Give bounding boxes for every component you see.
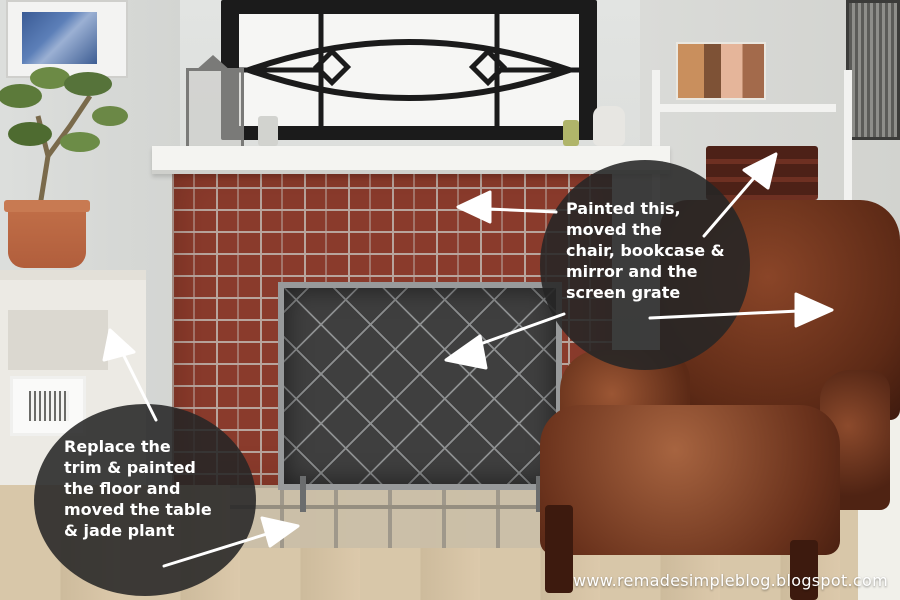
mirror-glass [239,14,579,126]
bookcase [652,70,852,204]
painting-image [22,12,97,64]
caption-text: Replace the trim & painted the floor and… [64,437,212,540]
green-jar [563,120,579,146]
caption-text: Painted this, moved the chair, bookcase … [566,199,725,302]
leather-chair-seat [540,405,840,555]
candle-jar [258,116,278,146]
clay-pot [4,200,90,268]
chair-leg [545,505,573,593]
lantern [186,68,244,152]
mantel [152,146,670,174]
mirror [221,0,597,140]
book-stack [706,146,818,200]
fireplace-screen [278,282,562,490]
mirror-leading [239,14,579,126]
family-photo [676,42,766,100]
bookcase-shelf [652,104,836,112]
chair-leg [790,540,818,600]
wall-art-right [846,0,900,140]
hearth-grout [230,505,560,509]
jade-plant [0,67,128,206]
watermark: www.remadesimpleblog.blogspot.com [572,571,888,590]
owl-figurine [593,106,625,146]
screen-feet [300,476,542,512]
framed-painting [6,0,128,78]
